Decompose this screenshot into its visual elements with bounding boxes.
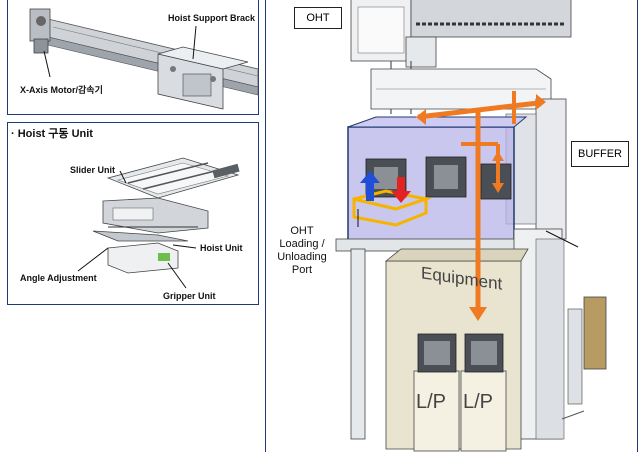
oht-label-box: OHT [294, 7, 342, 29]
hoist-unit-illustration [77, 157, 240, 289]
x-axis-rail-illustration [29, 8, 259, 110]
gripper-unit-label: Gripper Unit [163, 291, 216, 301]
x-axis-motor-label: X-Axis Motor/감속기 [20, 85, 103, 95]
buffer-system-panel: OHT BUFFER OHT Loading / Unloading Port … [265, 0, 638, 452]
left-blank-area [7, 305, 259, 450]
oht-port-label: OHT Loading / Unloading Port [277, 225, 327, 276]
hoist-unit-panel-title: · Hoist 구동 Unit [11, 128, 93, 140]
buffer-label-box: BUFFER [571, 141, 629, 167]
x-axis-panel: Hoist Support Brack X-Axis Motor/감속기 [7, 0, 259, 115]
hoist-unit-panel: · Hoist 구동 Unit Slider Unit Hoist Unit A… [7, 122, 259, 305]
load-port-left-label: L/P [416, 391, 447, 413]
buffer-system-illustration [335, 0, 607, 452]
load-port-right-label: L/P [463, 391, 494, 413]
angle-adjustment-label: Angle Adjustment [20, 273, 97, 283]
slider-unit-label: Slider Unit [70, 165, 116, 175]
hoist-unit-label: Hoist Unit [200, 243, 243, 253]
hoist-support-bracket-label: Hoist Support Brack [168, 13, 256, 23]
